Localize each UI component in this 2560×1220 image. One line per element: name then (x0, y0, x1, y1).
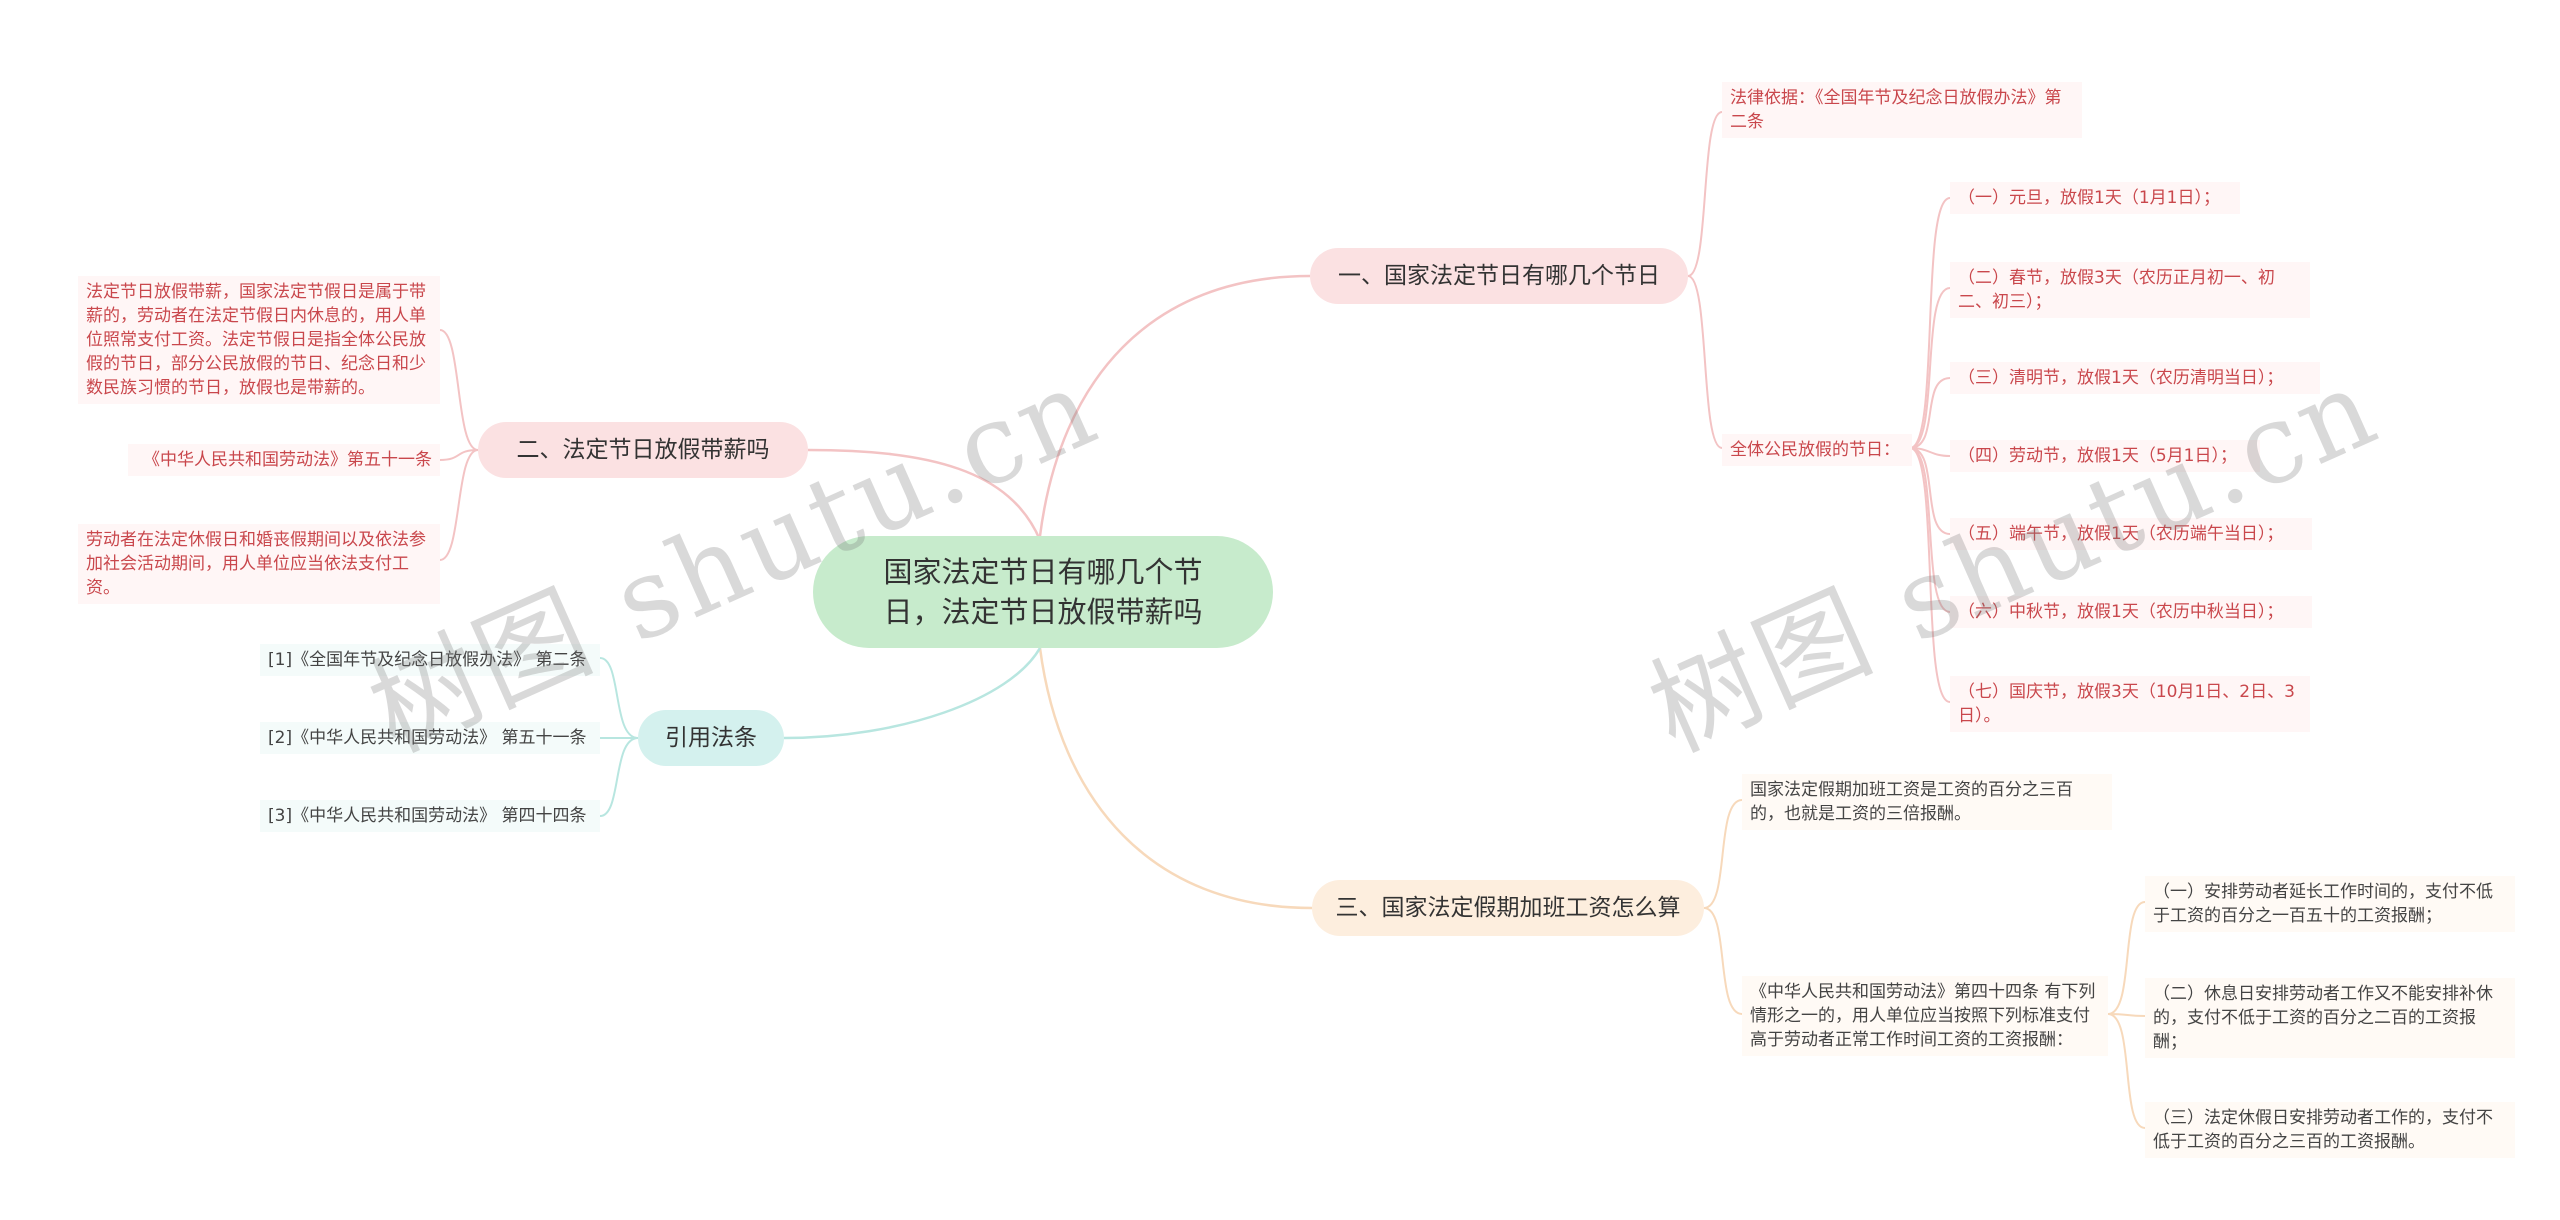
connector-center-b2 (807, 448, 1042, 541)
labor-law-article-51[interactable]: 《中华人民共和国劳动法》第五十一条 (128, 444, 440, 476)
holidays-label[interactable]: 全体公民放假的节日： (1722, 434, 1912, 466)
connector-b4-3 (599, 737, 639, 817)
connector-h2 (1909, 287, 1951, 449)
connector-center-b4 (783, 647, 1042, 740)
connector-h3 (1909, 377, 1951, 449)
holiday-item[interactable]: （二）春节，放假3天（农历正月初一、初二、初三）； (1950, 262, 2310, 318)
holiday-item[interactable]: （五）端午节，放假1天（农历端午当日）； (1950, 518, 2312, 550)
labor-law-article-44[interactable]: 《中华人民共和国劳动法》第四十四条 有下列情形之一的，用人单位应当按照下列标准支… (1742, 976, 2108, 1056)
connector-b2-3 (439, 449, 479, 561)
connector-h6 (1909, 447, 1951, 613)
connector-law-2 (2107, 1013, 2146, 1017)
overtime-rule[interactable]: （三）法定休假日安排劳动者工作的，支付不低于工资的百分之三百的工资报酬。 (2145, 1102, 2515, 1158)
holiday-item[interactable]: （六）中秋节，放假1天（农历中秋当日）； (1950, 596, 2312, 628)
connector-b4-1 (599, 657, 639, 739)
paid-holiday-explanation[interactable]: 法定节日放假带薪，国家法定节假日是属于带薪的，劳动者在法定节假日内休息的，用人单… (78, 276, 440, 404)
connector-center-b1 (1038, 274, 1311, 537)
citation-item[interactable]: [2]《中华人民共和国劳动法》 第五十一条 (260, 722, 600, 754)
connector-law-1 (2107, 901, 2146, 1015)
connector-h7 (1909, 447, 1951, 703)
labor-law-wage-note[interactable]: 劳动者在法定休假日和婚丧假期间以及依法参加社会活动期间，用人单位应当依法支付工资… (78, 524, 440, 604)
connector-b2-2 (439, 449, 479, 461)
connector-h1 (1909, 197, 1951, 449)
holiday-item[interactable]: （四）劳动节，放假1天（5月1日）； (1950, 440, 2260, 472)
overtime-rule[interactable]: （一）安排劳动者延长工作时间的，支付不低于工资的百分之一百五十的工资报酬； (2145, 876, 2515, 932)
connector-b1-basis (1687, 111, 1723, 277)
branch-paid-holidays[interactable]: 二、法定节日放假带薪吗 (478, 422, 808, 478)
legal-basis-note[interactable]: 法律依据：《全国年节及纪念日放假办法》第二条 (1722, 82, 2082, 138)
overtime-summary[interactable]: 国家法定假期加班工资是工资的百分之三百的，也就是工资的三倍报酬。 (1742, 774, 2112, 830)
holiday-item[interactable]: （一）元旦，放假1天（1月1日）； (1950, 182, 2240, 214)
connector-center-b3 (1038, 647, 1313, 910)
branch-cited-laws[interactable]: 引用法条 (638, 710, 784, 766)
citation-item[interactable]: [1]《全国年节及纪念日放假办法》 第二条 (260, 644, 600, 676)
connector-b3-law (1703, 907, 1743, 1015)
holiday-item[interactable]: （三）清明节，放假1天（农历清明当日）； (1950, 362, 2320, 394)
holiday-item[interactable]: （七）国庆节，放假3天（10月1日、2日、3日）。 (1950, 676, 2310, 732)
connector-b2-1 (439, 329, 479, 451)
overtime-rule[interactable]: （二）休息日安排劳动者工作又不能安排补休的，支付不低于工资的百分之二百的工资报酬… (2145, 978, 2515, 1058)
branch-legal-holidays[interactable]: 一、国家法定节日有哪几个节日 (1310, 248, 1688, 304)
central-topic[interactable]: 国家法定节日有哪几个节日，法定节日放假带薪吗 (813, 536, 1273, 648)
branch-overtime-pay[interactable]: 三、国家法定假期加班工资怎么算 (1312, 880, 1704, 936)
connector-law-3 (2107, 1013, 2146, 1129)
connector-h5 (1909, 447, 1951, 535)
connector-b1-holidays (1687, 275, 1723, 449)
connector-b3-summary (1703, 799, 1743, 909)
citation-item[interactable]: [3]《中华人民共和国劳动法》 第四十四条 (260, 800, 600, 832)
